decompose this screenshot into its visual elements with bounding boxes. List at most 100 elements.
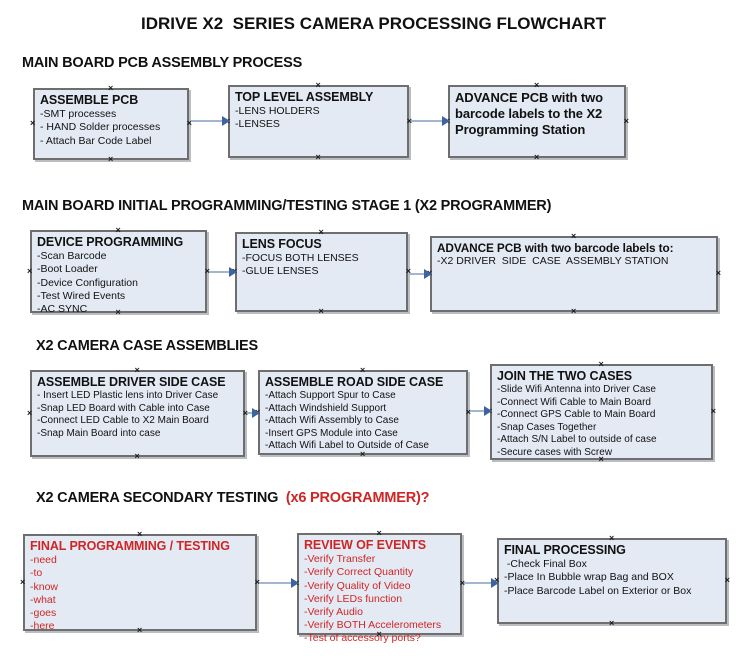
anchor-x-icon: × bbox=[30, 118, 36, 128]
box-item: -Attach Wifi Label to Outside of Case bbox=[265, 440, 429, 452]
box-item-list: - Insert LED Plastic lens into Driver Ca… bbox=[37, 390, 238, 440]
arrowhead-icon bbox=[291, 578, 299, 588]
flow-box-top-level-assembly: × × × × TOP LEVEL ASSEMBLY -LENS HOLDERS… bbox=[225, 81, 412, 162]
heading-red-part: (x6 PROGRAMMER)? bbox=[285, 490, 430, 506]
box-item: -Attach Support Spur to Case bbox=[265, 390, 396, 402]
arrowhead-icon bbox=[491, 578, 499, 588]
box-item: -Verify Correct Quantity bbox=[304, 566, 414, 579]
box-title: ASSEMBLE PCB bbox=[40, 93, 139, 107]
anchor-x-icon: × bbox=[27, 265, 33, 276]
flow-box-advance-pcb-programming-station: × × × × ADVANCE PCB with two barcode lab… bbox=[445, 81, 629, 162]
box-item: -know bbox=[30, 580, 59, 593]
connector-arrow bbox=[464, 578, 499, 588]
anchor-x-icon: × bbox=[318, 227, 324, 237]
flow-box-join-the-two-cases: × × × × JOIN THE TWO CASES -Slide Wifi A… bbox=[487, 360, 716, 464]
anchor-x-icon: × bbox=[715, 268, 721, 278]
box-item: -Boot Loader bbox=[37, 263, 98, 276]
page-title: IDRIVE X2 SERIES CAMERA PROCESSING FLOWC… bbox=[140, 14, 607, 33]
box-title: FINAL PROGRAMMING / TESTING bbox=[30, 539, 230, 553]
anchor-x-icon: × bbox=[115, 225, 121, 235]
connector-arrow bbox=[209, 267, 237, 277]
anchor-x-icon: × bbox=[115, 307, 121, 317]
box-item: -here bbox=[30, 619, 55, 632]
heading-black-part: X2 CAMERA SECONDARY TESTING bbox=[36, 490, 286, 506]
box-item: -Scan Barcode bbox=[37, 250, 107, 263]
box-title: LENS FOCUS bbox=[242, 237, 322, 251]
anchor-x-icon: × bbox=[598, 359, 604, 369]
box-item: -Verify Quality of Video bbox=[304, 579, 411, 592]
anchor-x-icon: × bbox=[137, 625, 143, 635]
box-item: -Place Barcode Label on Exterior or Box bbox=[504, 584, 692, 597]
box-item: -what bbox=[30, 593, 56, 606]
box-item: -X2 DRIVER SIDE CASE ASSEMBLY STATION bbox=[437, 255, 669, 268]
anchor-x-icon: × bbox=[360, 449, 366, 459]
flow-box-review-of-events: × × × × REVIEW OF EVENTS -Verify Transfe… bbox=[294, 529, 465, 645]
box-item-list: -Verify Transfer-Verify Correct Quantity… bbox=[304, 553, 455, 645]
anchor-x-icon: × bbox=[254, 576, 260, 587]
anchor-x-icon: × bbox=[710, 406, 716, 416]
anchor-x-icon: × bbox=[134, 451, 140, 461]
box-item: -Snap LED Board with Cable into Case bbox=[37, 402, 210, 414]
anchor-x-icon: × bbox=[134, 365, 140, 375]
box-item: -to bbox=[30, 567, 43, 580]
anchor-x-icon: × bbox=[405, 266, 411, 276]
anchor-x-icon: × bbox=[20, 576, 26, 587]
connector-arrow bbox=[247, 408, 260, 418]
arrowhead-icon bbox=[442, 116, 450, 126]
anchor-x-icon: × bbox=[609, 618, 615, 628]
box-item: -Device Configuration bbox=[37, 276, 138, 289]
box-item: -need bbox=[30, 554, 57, 567]
box-item: - Attach Bar Code Label bbox=[40, 134, 152, 147]
box-item: -Place In Bubble wrap Bag and BOX bbox=[504, 571, 674, 584]
anchor-x-icon: × bbox=[376, 629, 382, 639]
box-title: FINAL PROCESSING bbox=[504, 543, 626, 557]
anchor-x-icon: × bbox=[315, 80, 321, 90]
box-item: -Verify BOTH Accelerometers bbox=[304, 618, 442, 631]
anchor-x-icon: × bbox=[459, 578, 465, 588]
anchor-x-icon: × bbox=[534, 80, 540, 90]
anchor-x-icon: × bbox=[204, 265, 210, 276]
anchor-x-icon: × bbox=[376, 528, 382, 538]
anchor-x-icon: × bbox=[108, 83, 114, 93]
section-heading-pcb-assembly: MAIN BOARD PCB ASSEMBLY PROCESS bbox=[22, 55, 303, 71]
flow-box-device-programming: × × × × DEVICE PROGRAMMING -Scan Barcode… bbox=[27, 226, 210, 317]
anchor-x-icon: × bbox=[724, 575, 730, 585]
anchor-x-icon: × bbox=[315, 152, 321, 162]
box-item-list: -Slide Wifi Antenna into Driver Case-Con… bbox=[497, 384, 706, 459]
box-item-list: -Scan Barcode-Boot Loader-Device Configu… bbox=[37, 250, 200, 316]
box-item: -Slide Wifi Antenna into Driver Case bbox=[497, 384, 656, 396]
connector-arrow bbox=[410, 269, 432, 279]
box-item: -Attach Wifi Assembly to Case bbox=[265, 415, 399, 427]
arrowhead-icon bbox=[424, 269, 432, 279]
connector-arrow bbox=[259, 578, 299, 588]
flow-box-final-processing: × × × × FINAL PROCESSING -Check Final Bo… bbox=[494, 534, 730, 628]
flow-box-assemble-pcb: × × × × ASSEMBLE PCB -SMT processes- HAN… bbox=[30, 84, 192, 164]
anchor-x-icon: × bbox=[242, 407, 248, 418]
box-item-list: -FOCUS BOTH LENSES-GLUE LENSES bbox=[242, 252, 401, 278]
section-heading-initial-programming: MAIN BOARD INITIAL PROGRAMMING/TESTING S… bbox=[22, 198, 552, 214]
box-title: JOIN THE TWO CASES bbox=[497, 369, 633, 383]
arrowhead-icon bbox=[484, 406, 492, 416]
box-title: ASSEMBLE ROAD SIDE CASE bbox=[265, 375, 444, 389]
anchor-x-icon: × bbox=[571, 306, 577, 316]
box-item: -Attach S/N Label to outside of case bbox=[497, 434, 657, 446]
box-item: -Verify Audio bbox=[304, 605, 363, 618]
box-item-list: -Attach Support Spur to Case-Attach Wind… bbox=[265, 390, 461, 453]
arrowhead-icon bbox=[222, 116, 230, 126]
anchor-x-icon: × bbox=[609, 533, 615, 543]
anchor-x-icon: × bbox=[318, 306, 324, 316]
section-heading-case-assemblies: X2 CAMERA CASE ASSEMBLIES bbox=[36, 338, 258, 354]
box-item: -Check Final Box bbox=[504, 558, 587, 571]
box-title: REVIEW OF EVENTS bbox=[304, 538, 427, 552]
anchor-x-icon: × bbox=[623, 115, 629, 126]
anchor-x-icon: × bbox=[186, 118, 192, 128]
anchor-x-icon: × bbox=[534, 152, 540, 162]
box-item-list: -SMT processes- HAND Solder processes- A… bbox=[40, 108, 182, 147]
box-item: -LENSES bbox=[235, 118, 280, 131]
anchor-x-icon: × bbox=[27, 407, 33, 418]
anchor-x-icon: × bbox=[360, 365, 366, 375]
box-item: -Attach Windshield Support bbox=[265, 402, 387, 414]
anchor-x-icon: × bbox=[571, 231, 577, 241]
box-item: -SMT processes bbox=[40, 108, 117, 121]
connector-arrow bbox=[411, 116, 450, 126]
